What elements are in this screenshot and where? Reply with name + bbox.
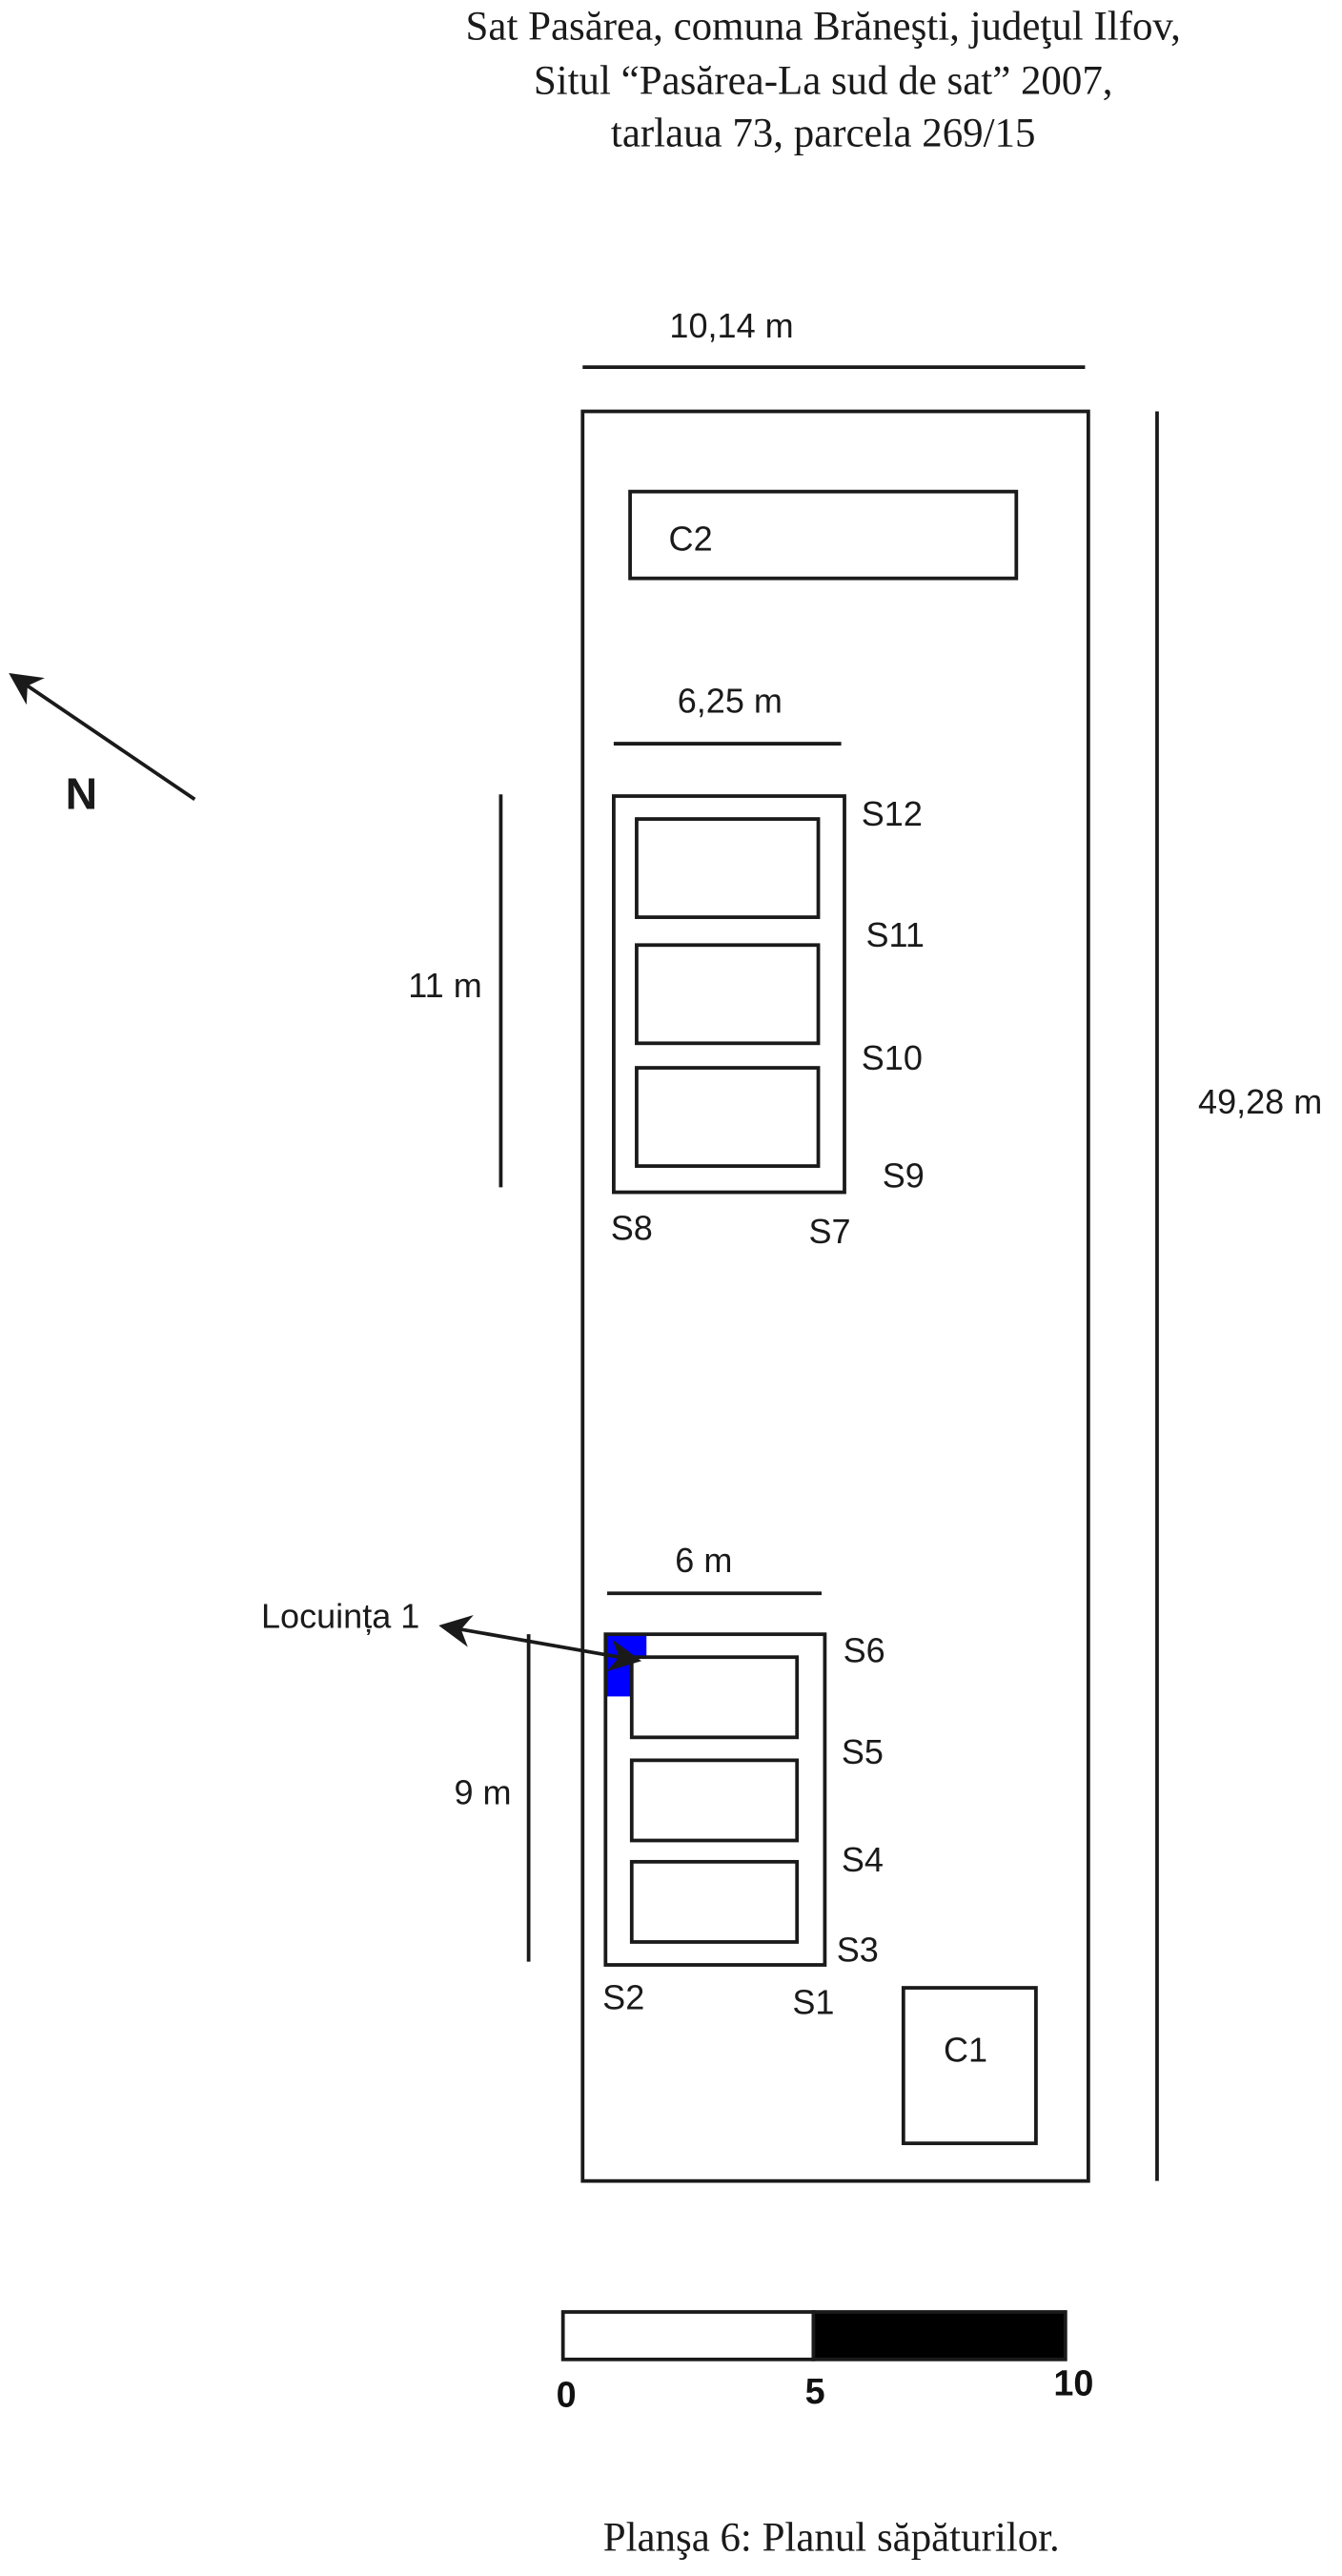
lower-section-3 [629, 1859, 800, 1944]
scale-bar-white [560, 2310, 816, 2361]
scale-bar: 0 5 10 [557, 2310, 1093, 2416]
upper-section-1 [635, 817, 821, 919]
scale-tick-5: 5 [805, 2372, 825, 2412]
label-s5: S5 [842, 1732, 884, 1771]
trench-c2 [628, 489, 1019, 581]
dwelling-feature-side [605, 1655, 632, 1697]
label-s1: S1 [792, 1983, 834, 2022]
scale-bar-black [811, 2310, 1068, 2361]
dwelling-feature-top [605, 1634, 647, 1658]
label-s10: S10 [862, 1038, 923, 1077]
upper-width-label: 6,25 m [678, 681, 783, 720]
label-s6: S6 [844, 1630, 885, 1669]
upper-section-frame [612, 794, 846, 1195]
lower-section-2 [629, 1758, 800, 1843]
scale-tick-0: 0 [557, 2376, 577, 2416]
feature-label: Locuința 1 [261, 1596, 419, 1635]
label-s9: S9 [883, 1155, 925, 1195]
c2-label: C2 [669, 519, 713, 558]
north-label: N [66, 769, 97, 819]
site-boundary [580, 409, 1090, 2183]
upper-section-3 [635, 1066, 821, 1168]
upper-height-label: 11 m [408, 966, 481, 1005]
c1-label: C1 [944, 2030, 987, 2069]
title-line-1: Sat Pasărea, comuna Brăneşti, judeţul Il… [466, 5, 1181, 50]
label-s8: S8 [611, 1208, 653, 1247]
feature-arrow-icon [438, 1615, 642, 1672]
title-line-2: Situl “Pasărea-La sud de sat” 2007, [534, 58, 1113, 103]
trench-c1 [901, 1986, 1038, 2146]
label-s11: S11 [866, 915, 925, 954]
label-s3: S3 [837, 1931, 879, 1970]
upper-section-2 [635, 943, 821, 1046]
label-s2: S2 [602, 1977, 644, 2016]
lower-section-frame [603, 1632, 827, 1967]
title-line-3: tarlaua 73, parcela 269/15 [611, 111, 1036, 155]
north-arrow-icon [9, 673, 196, 802]
label-s4: S4 [842, 1840, 884, 1879]
scale-tick-10: 10 [1053, 2364, 1093, 2404]
plate-caption: Planşa 6: Planul săpăturilor. [603, 2516, 1060, 2561]
site-length-label: 49,28 m [1198, 1082, 1322, 1121]
lower-height-label: 9 m [454, 1773, 511, 1812]
plan-title: Sat Pasărea, comuna Brăneşti, judeţul Il… [466, 5, 1181, 156]
lower-section-1 [629, 1655, 800, 1740]
label-s7: S7 [809, 1212, 851, 1251]
label-s12: S12 [862, 794, 923, 833]
lower-width-label: 6 m [675, 1541, 732, 1580]
site-width-label: 10,14 m [669, 306, 793, 345]
